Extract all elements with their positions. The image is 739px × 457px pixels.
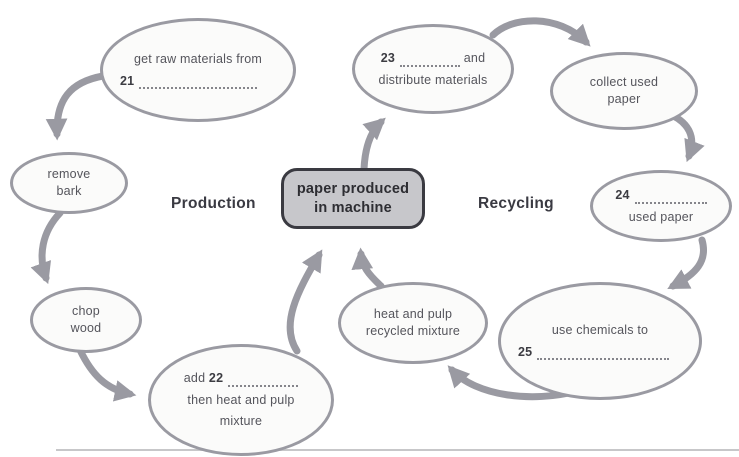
question-number-24: 24 [615,187,630,202]
node-get-raw-materials: get raw materials from 21 [100,18,296,122]
page-edge-line [56,449,739,451]
node-heat-pulp-recycled: heat and pulp recycled mixture [338,282,488,364]
node-text: and [463,50,486,65]
node-text: wood [70,321,102,335]
question-number-25: 25 [518,344,533,359]
answer-blank-21 [139,76,258,90]
node-text: bark [56,184,82,198]
node-text: use chemicals to [551,322,649,337]
answer-blank-24 [634,191,707,204]
arrow-raw-to-bark [45,72,107,141]
node-paper-produced-in-machine: paper produced in machine [281,168,425,229]
node-text: add [183,370,206,385]
section-label-recycling: Recycling [478,195,554,212]
node-text: collect used [589,75,659,90]
arrow-distribute-to-collect [489,17,591,47]
node-text: heat and pulp [373,307,453,322]
arrow-heatpulp-to-box [351,247,385,290]
question-number-23: 23 [380,50,396,65]
node-text: paper [607,92,641,106]
question-number-22: 22 [208,370,224,385]
node-text: recycled mixture [365,324,461,338]
node-text: get raw materials from [133,51,263,66]
node-use-chemicals: use chemicals to 25 [498,282,702,400]
section-label-production: Production [171,195,256,212]
node-chop-wood: chop wood [30,287,142,353]
node-text: then heat and pulp [187,392,295,407]
node-collect-used-paper: collect used paper [550,52,698,130]
node-sort-used-paper: 24 used paper [590,170,732,242]
arrow-bark-to-chop [30,209,64,285]
node-text: remove [47,167,91,182]
answer-blank-25 [537,347,670,361]
arrow-box-to-distribute [360,117,386,173]
box-text: in machine [314,199,392,216]
node-text: chop [72,304,100,319]
answer-blank-22 [228,374,299,387]
node-text: distribute materials [378,72,488,87]
arrow-chop-to-add [76,346,137,402]
node-remove-bark: remove bark [10,152,128,214]
node-text: used paper [628,209,694,224]
arrow-sort-to-chemicals [667,236,707,290]
box-text: paper produced [296,180,410,197]
node-distribute-materials: 23 and distribute materials [352,24,514,114]
question-number-21: 21 [120,73,135,88]
node-text: mixture [219,414,263,429]
arrow-add-to-box [286,249,323,355]
node-add-mixture: add 22 then heat and pulp mixture [148,344,334,456]
answer-blank-23 [400,54,461,67]
